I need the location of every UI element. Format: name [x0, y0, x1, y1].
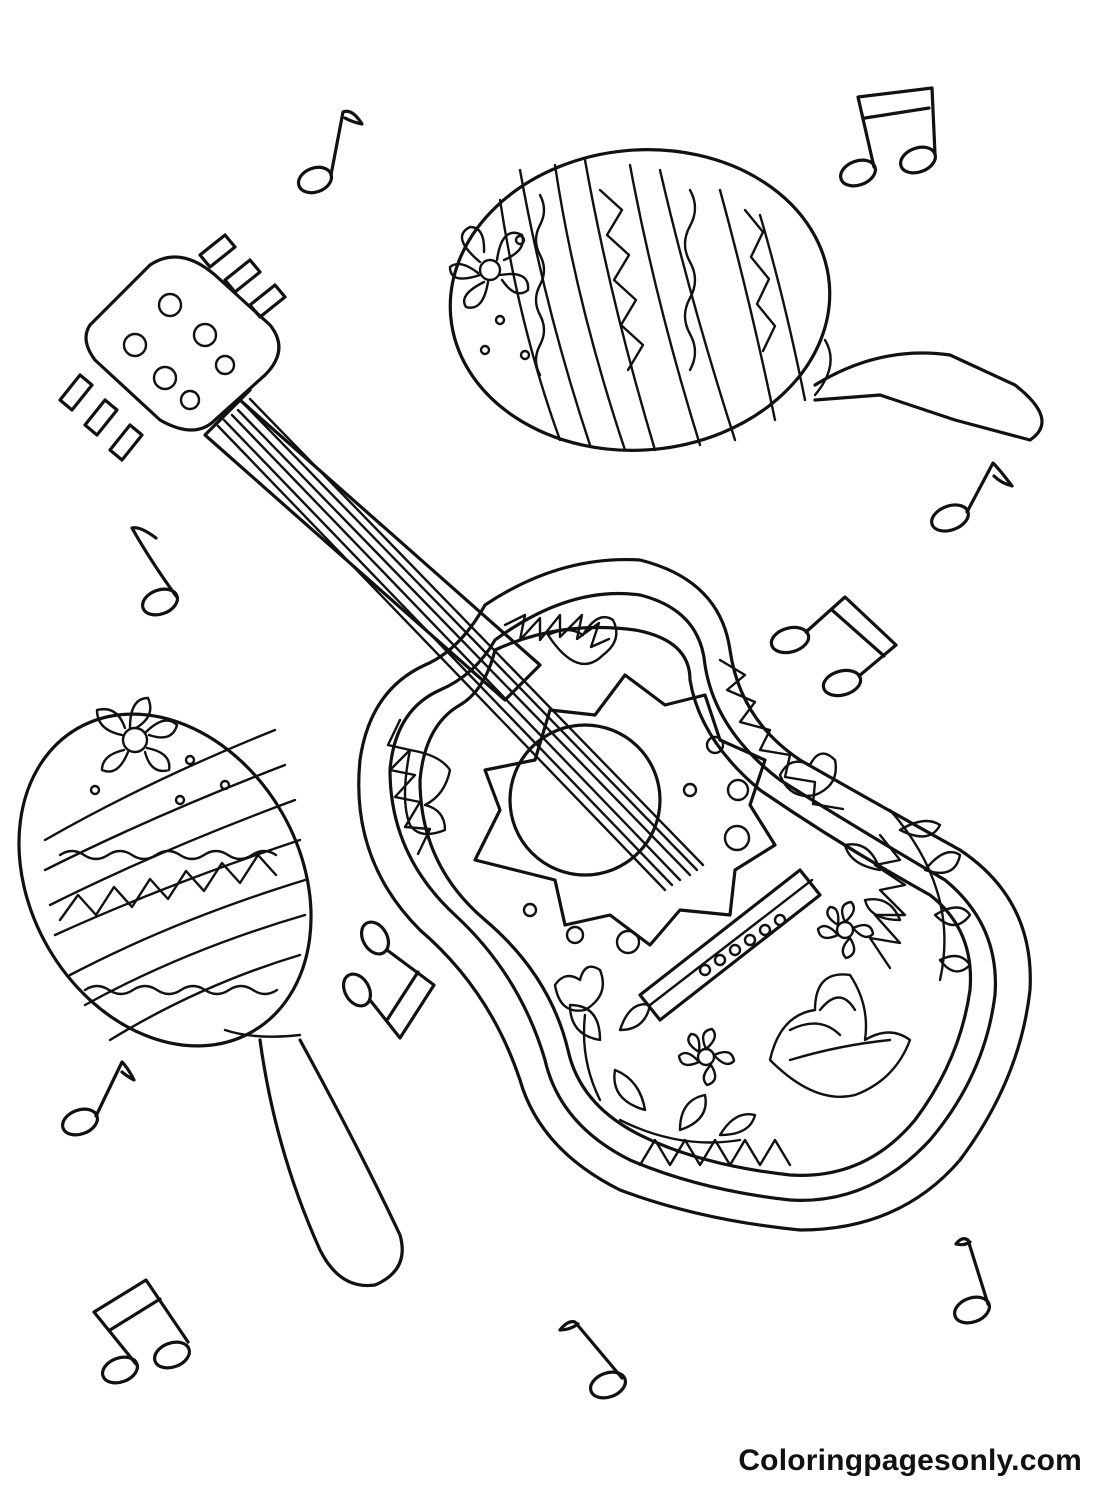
music-note-icon [92, 1278, 192, 1385]
music-note-icon [930, 461, 1014, 533]
maraca-upper [448, 148, 1044, 452]
maraca-lower [17, 696, 404, 1288]
music-note-icon [952, 1237, 992, 1325]
music-note-icon [558, 1320, 628, 1400]
music-note-icon [769, 595, 898, 698]
watermark-text: Coloringpagesonly.com [738, 1444, 1082, 1477]
music-note-icon [60, 1060, 136, 1137]
guitar [58, 233, 1032, 1232]
music-note-icon [296, 109, 364, 195]
music-note-icon [130, 526, 180, 617]
music-note-icon [838, 86, 938, 188]
music-note-icon [341, 920, 436, 1040]
